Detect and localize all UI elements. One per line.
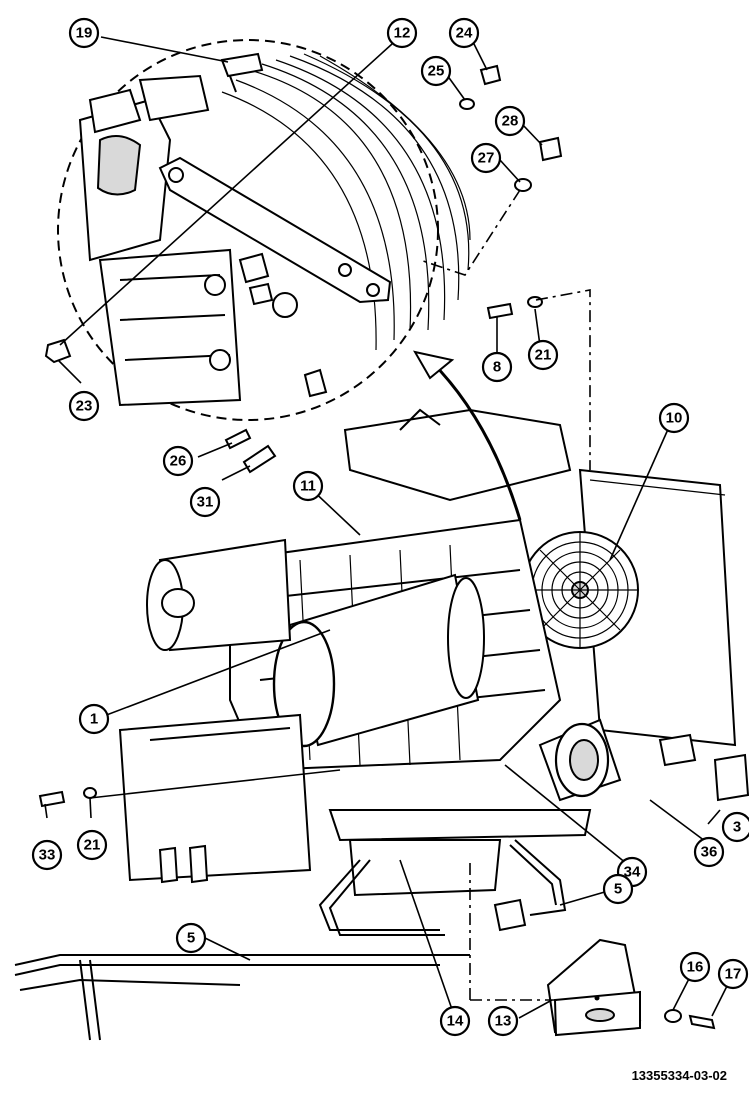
callout-c19: 19 bbox=[68, 17, 100, 49]
callout-c21a: 21 bbox=[76, 829, 108, 861]
callout-c31: 31 bbox=[189, 486, 221, 518]
oil-filter bbox=[538, 718, 622, 802]
callout-c25: 25 bbox=[420, 55, 452, 87]
callout-c14: 14 bbox=[439, 1005, 471, 1037]
callout-c13: 13 bbox=[487, 1005, 519, 1037]
callout-c1: 1 bbox=[78, 703, 110, 735]
svg-text:21: 21 bbox=[535, 347, 552, 364]
assembly-dashed-lines bbox=[419, 189, 591, 1001]
engine-mount-bracket bbox=[546, 938, 642, 1037]
detail-inset bbox=[57, 39, 471, 421]
svg-text:33: 33 bbox=[39, 847, 56, 864]
svg-text:10: 10 bbox=[666, 410, 683, 427]
svg-text:24: 24 bbox=[456, 25, 473, 42]
svg-text:23: 23 bbox=[76, 398, 93, 415]
callout-c16: 16 bbox=[679, 951, 711, 983]
svg-text:34: 34 bbox=[624, 864, 641, 881]
svg-text:13: 13 bbox=[495, 1013, 512, 1030]
callout-c28: 28 bbox=[494, 105, 526, 137]
svg-text:27: 27 bbox=[478, 150, 495, 167]
svg-text:5: 5 bbox=[187, 930, 195, 947]
svg-text:1: 1 bbox=[90, 711, 98, 728]
svg-text:12: 12 bbox=[394, 25, 411, 42]
callout-c26: 26 bbox=[162, 445, 194, 477]
figure-id: 13355334-03-02 bbox=[631, 1068, 727, 1083]
fan-guard bbox=[521, 531, 639, 649]
callout-c10: 10 bbox=[658, 402, 690, 434]
callout-c36: 36 bbox=[693, 836, 725, 868]
svg-text:25: 25 bbox=[428, 63, 445, 80]
svg-text:11: 11 bbox=[300, 478, 316, 495]
svg-text:5: 5 bbox=[614, 881, 622, 898]
callout-c8: 8 bbox=[481, 351, 513, 383]
engine-assembly bbox=[14, 64, 749, 1041]
callout-c17: 17 bbox=[717, 958, 749, 990]
svg-text:21: 21 bbox=[84, 837, 101, 854]
svg-text:31: 31 bbox=[197, 494, 214, 511]
svg-text:14: 14 bbox=[447, 1013, 464, 1030]
svg-text:28: 28 bbox=[502, 113, 519, 130]
leader-lines bbox=[44, 35, 734, 1019]
callout-c3: 3 bbox=[721, 811, 749, 843]
callout-c5a: 5 bbox=[175, 922, 207, 954]
callout-c11: 11 bbox=[292, 470, 324, 502]
callout-c21b: 21 bbox=[527, 339, 559, 371]
callout-c12: 12 bbox=[386, 17, 418, 49]
svg-text:8: 8 bbox=[493, 359, 501, 376]
callout-c23: 23 bbox=[68, 390, 100, 422]
svg-text:19: 19 bbox=[76, 25, 93, 42]
callout-c27: 27 bbox=[470, 142, 502, 174]
svg-text:17: 17 bbox=[725, 966, 742, 983]
svg-text:36: 36 bbox=[701, 844, 718, 861]
callout-c5b: 5 bbox=[602, 873, 634, 905]
svg-text:3: 3 bbox=[733, 819, 741, 836]
callout-c33: 33 bbox=[31, 839, 63, 871]
callout-c24: 24 bbox=[448, 17, 480, 49]
detail-arrow bbox=[413, 350, 522, 521]
svg-text:26: 26 bbox=[170, 453, 187, 470]
svg-text:16: 16 bbox=[687, 959, 704, 976]
